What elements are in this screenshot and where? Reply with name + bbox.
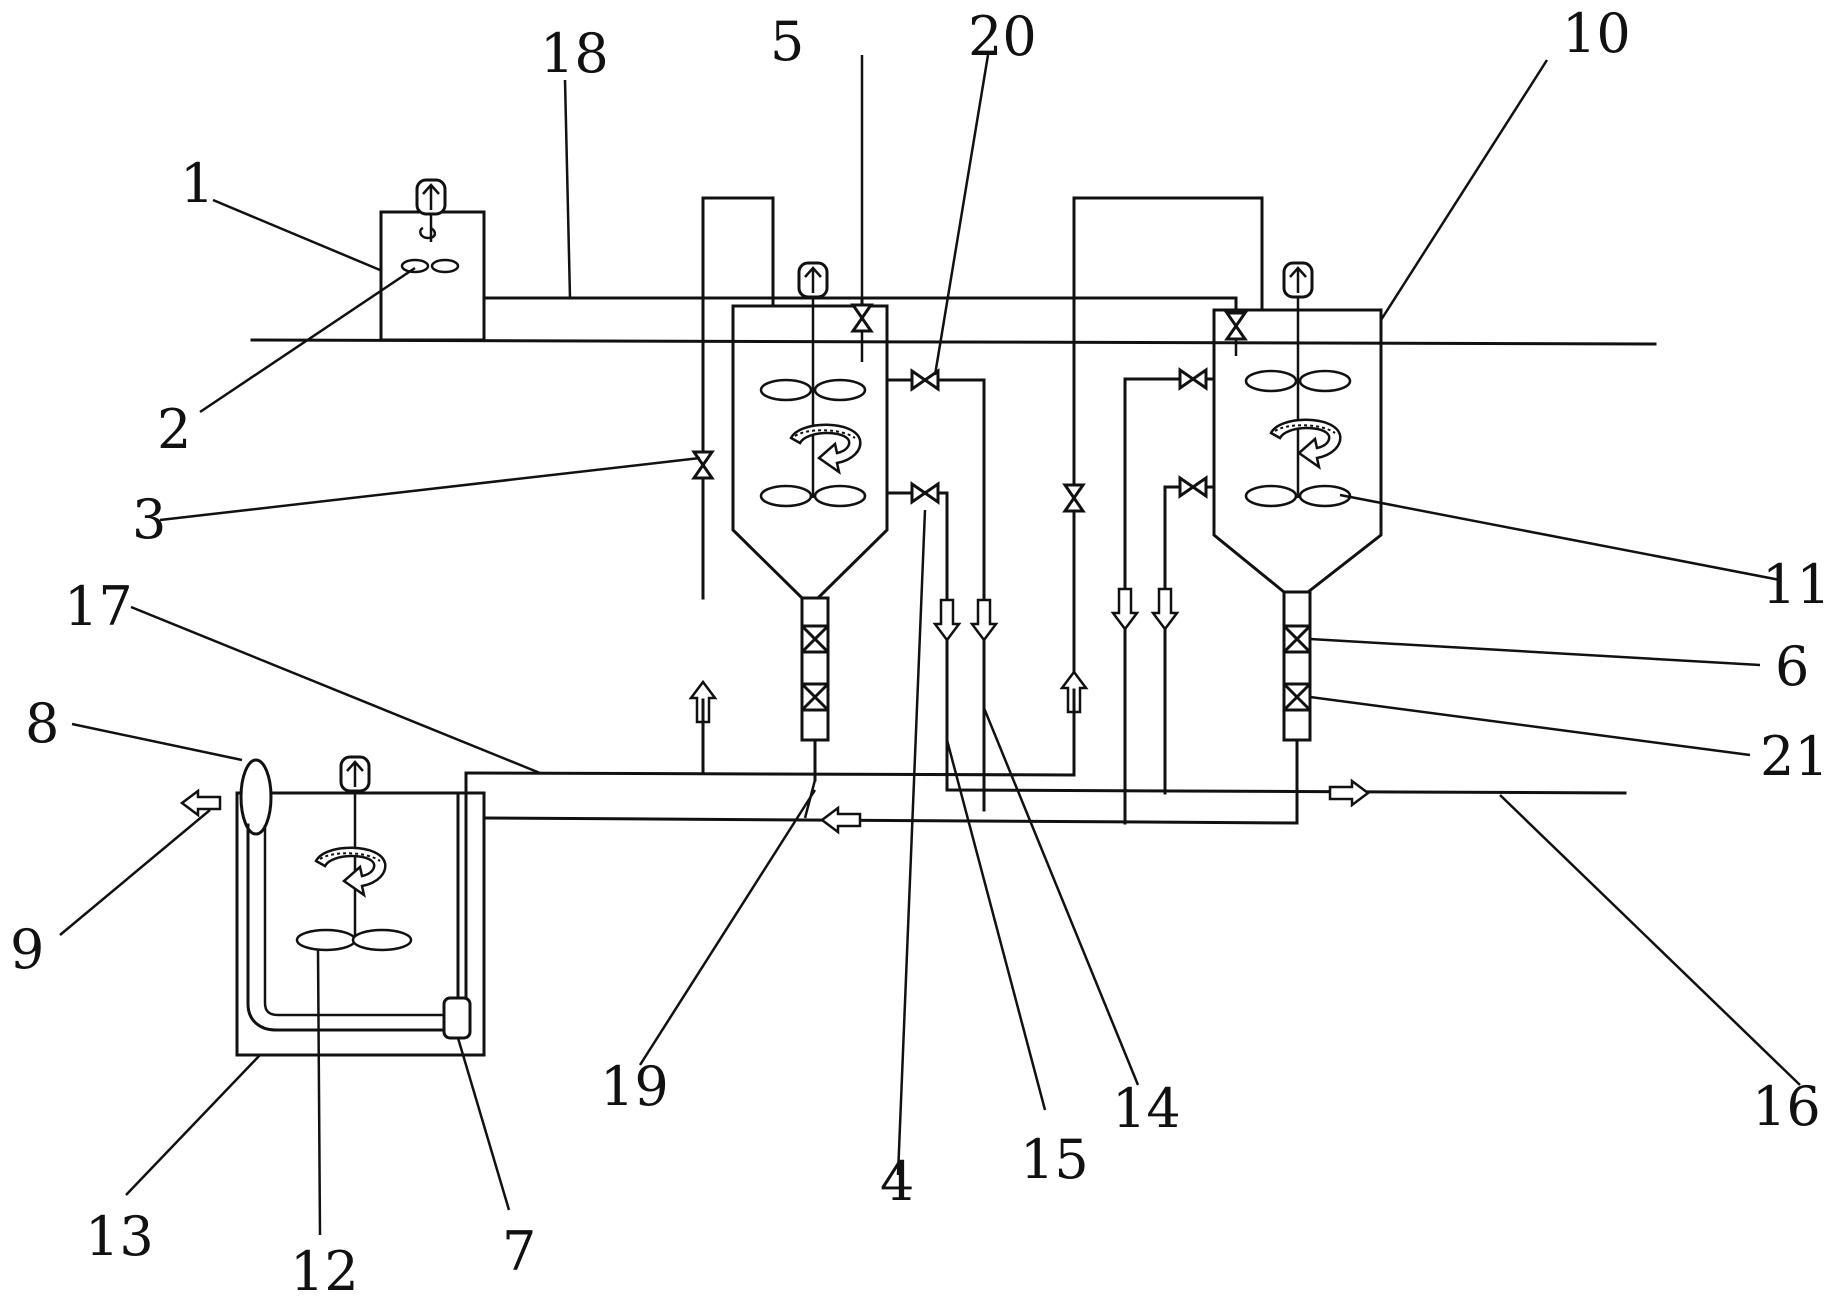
mixing-tank-13	[180, 755, 486, 1057]
label-7: 7	[502, 1220, 536, 1283]
label-19: 19	[600, 1055, 669, 1118]
label-3: 3	[132, 488, 166, 551]
ground-line	[250, 338, 1657, 346]
label-15: 15	[1020, 1128, 1089, 1191]
label-1: 1	[180, 152, 214, 215]
label-2: 2	[157, 398, 191, 461]
label-9: 9	[10, 918, 44, 981]
reactor-2	[1072, 196, 1383, 742]
label-13: 13	[85, 1205, 154, 1268]
label-5: 5	[770, 10, 804, 73]
label-12: 12	[290, 1240, 359, 1303]
dosing-tank-1	[379, 178, 486, 342]
label-17: 17	[64, 575, 133, 638]
label-18: 18	[540, 22, 609, 85]
label-6: 6	[1775, 635, 1809, 698]
label-16: 16	[1752, 1075, 1821, 1138]
label-4: 4	[880, 1150, 914, 1213]
reactor-2-side-valves	[1060, 368, 1216, 825]
label-20: 20	[968, 5, 1037, 68]
label-8: 8	[25, 692, 59, 755]
number-labels: 1 2 3 4 5 6 7 8 9 10 11 12 13 14 15 16 1…	[10, 2, 1831, 1303]
label-11: 11	[1762, 553, 1831, 616]
label-21: 21	[1760, 725, 1829, 788]
reactor-1	[701, 196, 889, 742]
leader-lines	[59, 54, 1801, 1236]
label-14: 14	[1112, 1077, 1181, 1140]
reactor-1-side-valves	[885, 369, 998, 812]
label-10: 10	[1562, 2, 1631, 65]
